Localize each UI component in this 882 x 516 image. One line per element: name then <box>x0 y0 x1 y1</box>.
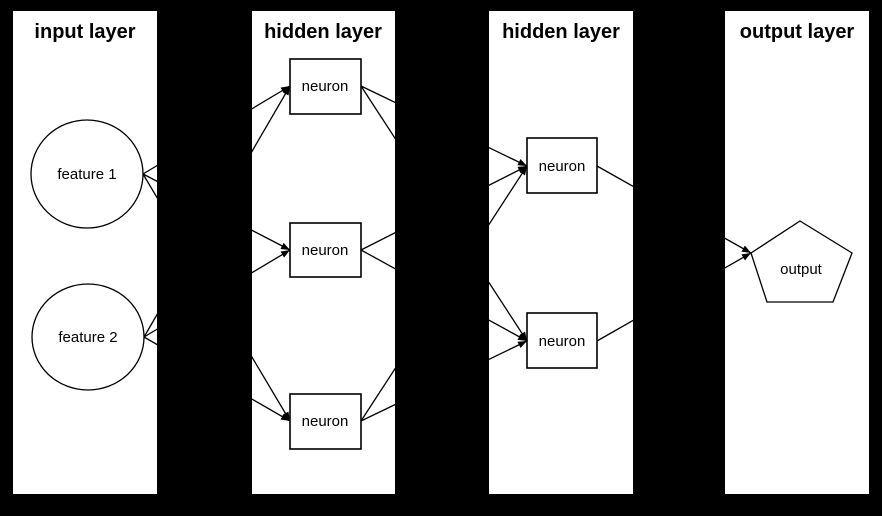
edge-feature1-neuron1 <box>142 85 291 175</box>
edge-h1n2-h2n2 <box>360 249 528 342</box>
label-output: output <box>780 261 823 278</box>
edge-h1n3-h2n2 <box>360 340 528 422</box>
layer-title-hidden-2: hidden layer <box>502 21 620 43</box>
label-h1-neuron-3: neuron <box>302 413 349 430</box>
input-node-feature-2 <box>31 283 145 391</box>
label-feature-1: feature 1 <box>57 166 116 183</box>
hidden1-neuron-1 <box>289 58 362 115</box>
panel-input-layer <box>13 11 157 494</box>
panel-hidden-layer-2 <box>489 11 633 494</box>
edge-h1n3-h2n1 <box>360 165 528 422</box>
label-feature-2: feature 2 <box>58 329 117 346</box>
layer-title-output: output layer <box>740 21 855 43</box>
hidden1-neuron-2 <box>289 222 362 278</box>
edge-h2n2-output <box>596 252 752 342</box>
hidden2-neuron-1 <box>526 137 598 194</box>
edge-h2n1-output <box>596 165 752 254</box>
layer-title-hidden-1: hidden layer <box>264 21 382 43</box>
output-node-pentagon <box>750 220 853 303</box>
edge-feature2-neuron2 <box>143 249 291 338</box>
label-h2-neuron-2: neuron <box>539 333 586 350</box>
label-h2-neuron-1: neuron <box>539 158 586 175</box>
layer-title-input: input layer <box>34 21 135 43</box>
edge-feature2-neuron3 <box>143 336 291 422</box>
edge-feature1-neuron3 <box>142 173 291 422</box>
edge-group <box>142 85 752 422</box>
edge-h1n2-h2n1 <box>360 165 528 251</box>
hidden1-neuron-3 <box>289 393 362 450</box>
hidden2-neuron-2 <box>526 312 598 369</box>
edge-h1n1-h2n2 <box>360 85 528 342</box>
label-h1-neuron-1: neuron <box>302 78 349 95</box>
input-node-feature-1 <box>30 119 144 229</box>
edge-h1n1-h2n1 <box>360 85 528 167</box>
edge-feature2-neuron1 <box>143 85 291 338</box>
label-h1-neuron-2: neuron <box>302 242 349 259</box>
